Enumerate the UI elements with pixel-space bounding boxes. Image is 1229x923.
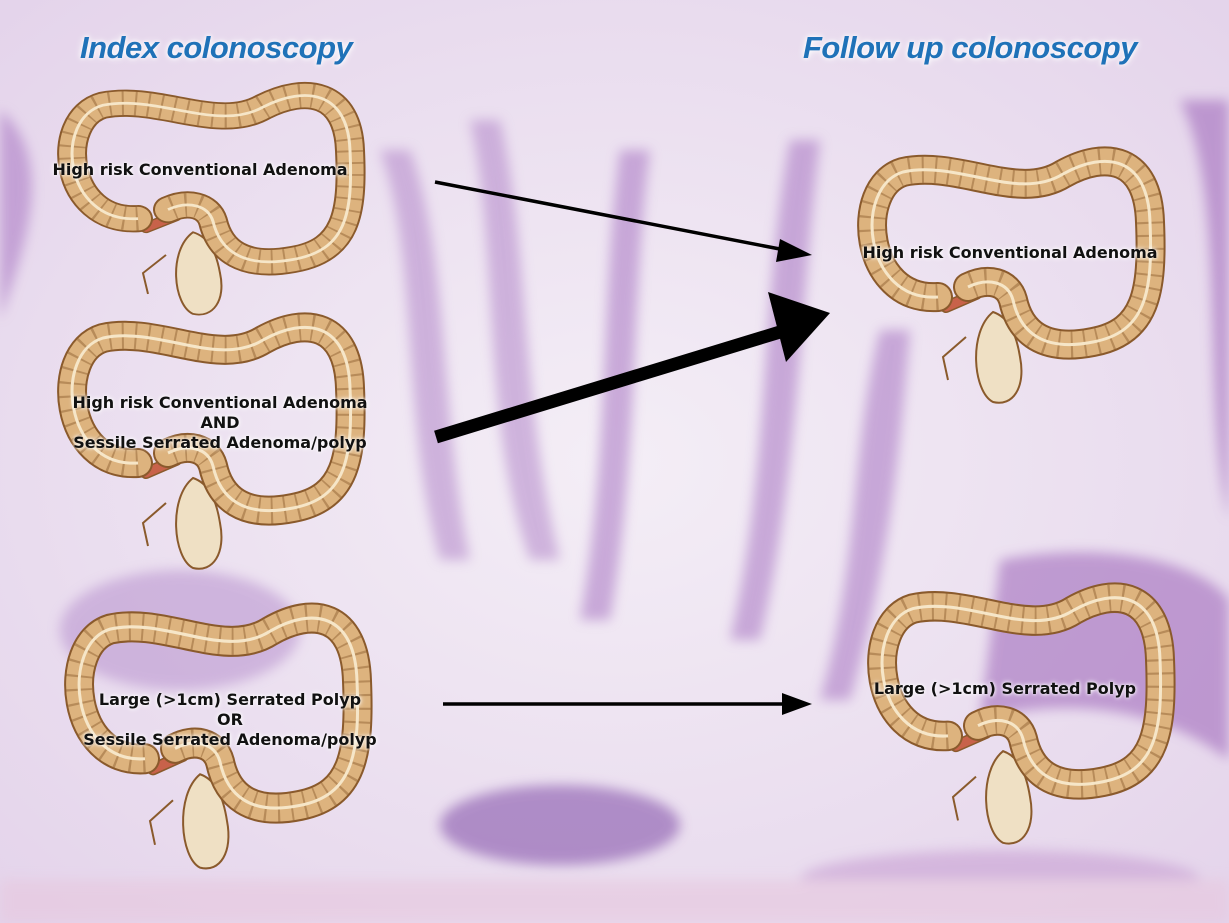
index-finding-1-label: High risk Conventional Adenoma [0, 160, 400, 180]
label-line: High risk Conventional Adenoma [0, 160, 400, 180]
index-finding-2-label: High risk Conventional Adenoma AND Sessi… [20, 393, 420, 453]
label-line: Large (>1cm) Serrated Polyp [820, 679, 1190, 699]
colon-icon [848, 142, 1168, 412]
follow-up-finding-1-label: High risk Conventional Adenoma [810, 243, 1210, 263]
label-line: High risk Conventional Adenoma [810, 243, 1210, 263]
index-finding-3-label: Large (>1cm) Serrated Polyp OR Sessile S… [30, 690, 430, 750]
label-line: Large (>1cm) Serrated Polyp [30, 690, 430, 710]
label-line: Sessile Serrated Adenoma/polyp [30, 730, 430, 750]
follow-up-colonoscopy-heading: Follow up colonoscopy [803, 30, 1137, 66]
label-line: High risk Conventional Adenoma [20, 393, 420, 413]
colon-icon [858, 578, 1178, 853]
index-colonoscopy-heading: Index colonoscopy [80, 30, 352, 66]
label-line: AND [20, 413, 420, 433]
colon-icon [48, 78, 368, 323]
label-line: OR [30, 710, 430, 730]
follow-up-finding-2-label: Large (>1cm) Serrated Polyp [820, 679, 1190, 699]
label-line: Sessile Serrated Adenoma/polyp [20, 433, 420, 453]
